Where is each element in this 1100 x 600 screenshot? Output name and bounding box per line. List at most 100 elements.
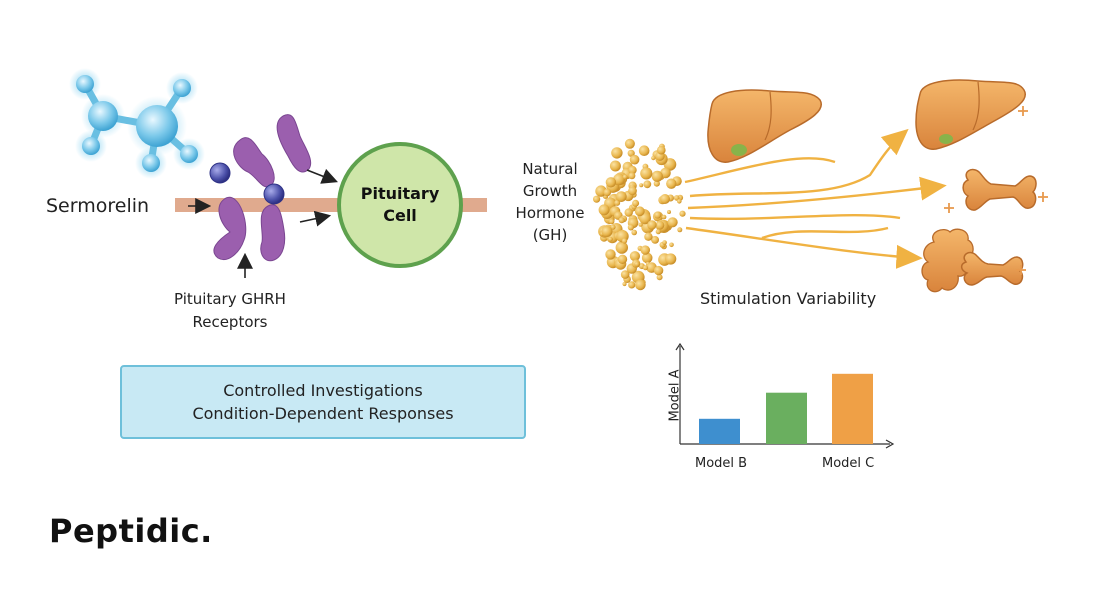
gh-particle: [631, 229, 637, 236]
gh-particle: [609, 218, 615, 225]
plus-icon: [944, 106, 1048, 275]
gh-particle: [640, 167, 653, 180]
gh-particle: [661, 214, 667, 220]
gh-label-line1: Natural: [522, 160, 578, 178]
gh-particle: [662, 240, 667, 245]
receptor-label: Pituitary GHRH Receptors: [150, 288, 310, 334]
chart-y-axis-label: Model A: [667, 369, 683, 422]
receptor-label-line1: Pituitary GHRH: [174, 290, 286, 308]
gh-particle: [639, 183, 644, 188]
gh-particle: [665, 253, 677, 265]
gh-particle: [621, 238, 628, 244]
gh-particle: [660, 194, 670, 204]
gh-particle: [667, 217, 678, 228]
gh-particle: [628, 186, 637, 196]
gh-label-line2: Growth: [522, 182, 578, 200]
gh-particle: [651, 236, 659, 244]
gh-particle: [641, 252, 653, 264]
chart-tick-label: Model C: [822, 456, 875, 471]
liver-icon: [707, 89, 822, 163]
arrows-black: [188, 168, 338, 278]
gh-label-line3: Hormone: [515, 204, 585, 222]
ligand-dots: [209, 162, 285, 205]
gh-particle: [667, 210, 671, 214]
gh-particle: [644, 232, 653, 241]
gh-particle: [669, 242, 674, 248]
gh-particle: [615, 191, 627, 203]
info-box: Controlled Investigations Condition-Depe…: [120, 365, 526, 439]
gh-particle: [624, 138, 635, 149]
gh-particle: [634, 261, 640, 267]
gh-label-line4: (GH): [532, 226, 568, 244]
gh-particle: [632, 199, 640, 207]
gh-particle: [615, 241, 628, 254]
molecule-icon: [69, 68, 205, 179]
gh-particle: [635, 279, 646, 291]
gh-particle: [656, 274, 663, 281]
pituitary-cell-label: Pituitary Cell: [340, 183, 460, 227]
gh-particle: [628, 281, 636, 289]
arrows-orange: [684, 128, 947, 269]
gh-particle: [651, 170, 663, 182]
gh-particle: [643, 265, 648, 271]
gh-particle: [620, 270, 630, 279]
gh-particle: [605, 177, 617, 188]
gh-particle: [673, 195, 680, 201]
gh-particle: [605, 249, 616, 260]
gh-particle: [647, 220, 657, 230]
gh-particle: [608, 236, 613, 242]
bone-icon: [960, 251, 1024, 286]
gh-particle: [677, 227, 683, 233]
gh-particle: [654, 211, 662, 219]
gh-particle: [622, 174, 628, 180]
gh-particle: [653, 180, 660, 187]
gh-particle: [657, 145, 666, 155]
gh-particle: [628, 165, 637, 175]
gh-particle: [627, 149, 635, 157]
gh-particle: [598, 204, 610, 216]
gh-particle: [629, 154, 640, 165]
gh-particle: [617, 254, 628, 264]
gh-particle: [638, 222, 643, 227]
info-box-line2: Condition-Dependent Responses: [192, 404, 454, 423]
gh-particles: [593, 138, 686, 291]
pituitary-label-line2: Cell: [383, 206, 417, 225]
gh-particle: [622, 281, 627, 287]
chart-bar: [766, 392, 807, 444]
gh-particle: [624, 208, 633, 217]
stimulation-variability-label: Stimulation Variability: [700, 289, 877, 308]
gh-particle: [638, 145, 650, 156]
gh-particle: [610, 224, 616, 230]
info-box-line1: Controlled Investigations: [223, 381, 423, 400]
gh-particle: [677, 199, 682, 204]
bar-chart: [675, 342, 895, 449]
bone-icon: [962, 168, 1037, 211]
gh-particle: [593, 195, 601, 203]
brand-logo-text: Peptidic.: [49, 512, 213, 550]
intestine-icon: [921, 228, 974, 293]
gh-particle: [643, 180, 652, 189]
gh-particle: [627, 224, 635, 231]
pituitary-cell-icon: [337, 142, 463, 268]
gh-particle: [653, 265, 664, 276]
gh-particle: [655, 229, 661, 235]
gh-particle: [679, 210, 686, 217]
gh-particle: [601, 226, 613, 237]
chart-bar: [699, 418, 740, 444]
gh-particle: [603, 188, 612, 197]
liver-icon: [915, 79, 1026, 150]
gh-particle: [634, 206, 645, 217]
receptor-label-line2: Receptors: [192, 313, 268, 331]
gh-particle: [655, 220, 665, 230]
growth-hormone-label: Natural Growth Hormone (GH): [500, 158, 600, 246]
receptor-icon: [213, 114, 312, 262]
gh-particle: [609, 160, 621, 172]
chart-tick-label: Model B: [695, 456, 748, 471]
gh-particle: [651, 155, 656, 161]
sermorelin-label: Sermorelin: [46, 195, 150, 217]
gh-particle: [666, 178, 677, 189]
gh-particle: [640, 245, 650, 255]
gh-particle: [611, 147, 623, 159]
